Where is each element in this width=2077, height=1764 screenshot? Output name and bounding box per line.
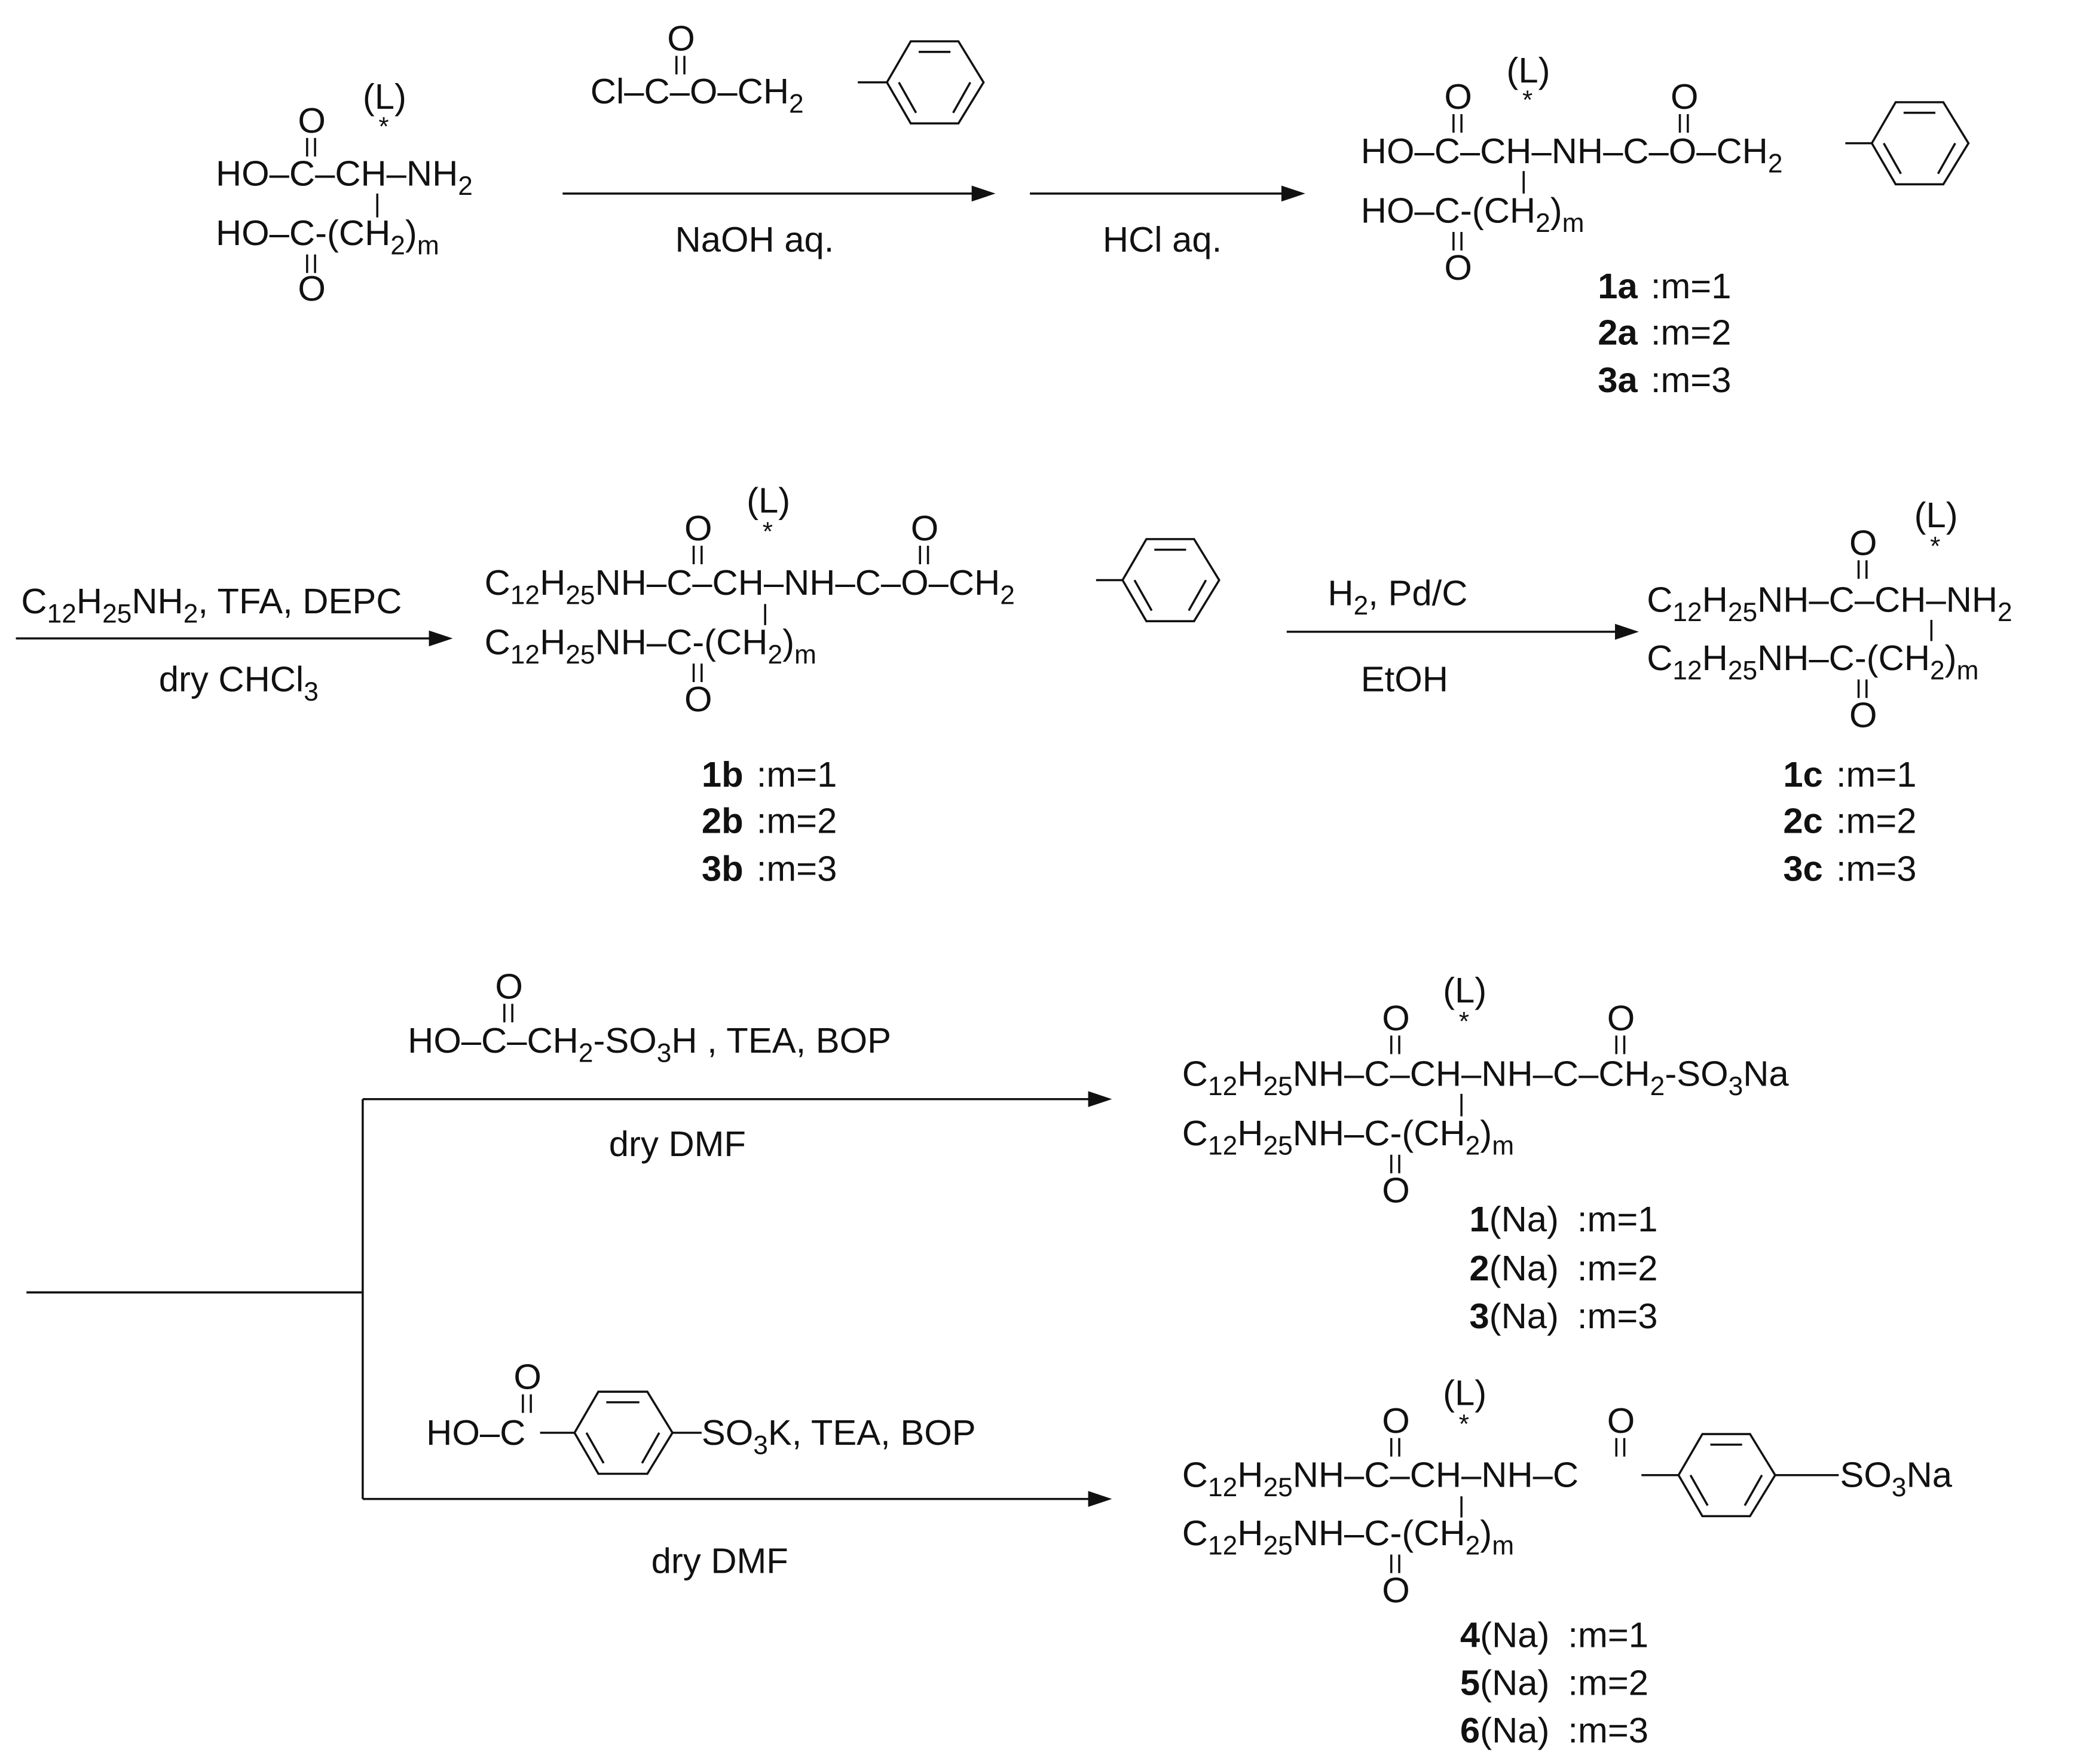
product-upper-line-2: C12H25NH–C-(CH2)m bbox=[1182, 1113, 1514, 1161]
condition-dmf-lower: dry DMF bbox=[651, 1541, 788, 1581]
chiral-star: * bbox=[1459, 1410, 1469, 1439]
chiral-star: * bbox=[378, 112, 389, 141]
reagent-formula: Cl–C–O–CH2 bbox=[591, 71, 804, 119]
branch-connector bbox=[26, 1099, 364, 1499]
carbonyl-o-left: O bbox=[1382, 1401, 1410, 1441]
condition-dmf-upper: dry DMF bbox=[609, 1124, 746, 1164]
compound-label-2b: 2b:m=2 bbox=[702, 801, 837, 841]
product-c-line-2: C12H25NH–C-(CH2)m bbox=[1647, 638, 1978, 686]
chirality-label: (L) bbox=[1914, 495, 1958, 535]
main-chain-line-2: HO–C-(CH2)m bbox=[216, 213, 439, 261]
carbonyl-o-bottom: O bbox=[1382, 1170, 1410, 1210]
arrow-step-5-lower: O HO–C SO3K, TEA, BOP dry DMF bbox=[362, 1357, 1112, 1581]
arrow-step-1: NaOH aq. bbox=[562, 185, 996, 259]
carbonyl-o-top: O bbox=[1849, 522, 1877, 562]
product-a-line-2: HO–C-(CH2)m bbox=[1361, 191, 1584, 239]
reagent-sulfonate: SO3K, TEA, BOP bbox=[702, 1413, 976, 1460]
benzene-ring-icon bbox=[885, 40, 985, 125]
product-lower: (L) * O O C12H25NH–C–CH–NH–C SO3Na C12H2… bbox=[1182, 1372, 1953, 1750]
reagent-o: O bbox=[513, 1357, 542, 1397]
product-a-line-1: HO–C–CH–NH–C–O–CH2 bbox=[1361, 131, 1783, 179]
carbonyl-o-bottom: O bbox=[1849, 695, 1877, 735]
compound-label-1na: 1(Na):m=1 bbox=[1469, 1199, 1657, 1239]
carbonyl-o-right: O bbox=[1607, 998, 1635, 1038]
reagent-o: O bbox=[495, 966, 523, 1006]
chiral-star: * bbox=[1522, 85, 1532, 115]
compound-label-2na: 2(Na):m=2 bbox=[1469, 1248, 1657, 1288]
starting-amino-acid: (L) * O HO–C–CH–NH2 HO–C-(CH2)m O bbox=[216, 77, 473, 308]
compound-label-5na: 5(Na):m=2 bbox=[1460, 1662, 1648, 1702]
arrow-step-5-upper: O HO–C–CH2-SO3H , TEA, BOP dry DMF bbox=[362, 966, 1112, 1164]
benzene-ring-icon bbox=[1121, 538, 1220, 622]
product-b: (L) * O O C12H25NH–C–CH–NH–C–O–CH2 C12H2… bbox=[485, 481, 1220, 888]
carbonyl-o-left: O bbox=[684, 508, 712, 548]
carbonyl-o-right: O bbox=[1607, 1401, 1635, 1441]
product-b-line-1: C12H25NH–C–CH–NH–C–O–CH2 bbox=[485, 562, 1015, 610]
condition-amidation: C12H25NH2, TFA, DEPC bbox=[21, 581, 402, 629]
compound-label-1a: 1a:m=1 bbox=[1598, 266, 1731, 306]
compound-label-1b: 1b:m=1 bbox=[702, 754, 837, 794]
carbonyl-o-left: O bbox=[1382, 998, 1410, 1038]
main-chain-line-1: HO–C–CH–NH2 bbox=[216, 154, 473, 201]
product-b-line-2: C12H25NH–C-(CH2)m bbox=[485, 622, 816, 670]
chirality-label: (L) bbox=[363, 77, 406, 117]
chiral-star: * bbox=[763, 517, 773, 546]
compound-label-1c: 1c:m=1 bbox=[1783, 754, 1916, 794]
arrow-step-3: C12H25NH2, TFA, DEPC dry CHCl3 bbox=[16, 581, 453, 707]
product-upper: (L) * O O C12H25NH–C–CH–NH–C–CH2-SO3Na C… bbox=[1182, 970, 1790, 1336]
compound-label-6na: 6(Na):m=3 bbox=[1460, 1710, 1648, 1750]
carbonyl-o-right: O bbox=[911, 508, 939, 548]
condition-sulfoacetic: HO–C–CH2-SO3H , TEA, BOP bbox=[408, 1020, 891, 1068]
compound-label-2c: 2c:m=2 bbox=[1783, 801, 1916, 841]
product-upper-line-1: C12H25NH–C–CH–NH–C–CH2-SO3Na bbox=[1182, 1054, 1790, 1102]
product-a: (L) * O O HO–C–CH–NH–C–O–CH2 HO–C-(CH2)m… bbox=[1361, 50, 1970, 400]
product-lower-line-1: C12H25NH–C–CH–NH–C bbox=[1182, 1455, 1579, 1503]
condition-sulfobenzoic: HO–C bbox=[426, 1413, 525, 1453]
chirality-label: (L) bbox=[1443, 1372, 1486, 1413]
benzene-ring-icon bbox=[1870, 101, 1970, 186]
condition-hydrogenation: H2, Pd/C bbox=[1327, 573, 1467, 621]
product-c: (L) * O C12H25NH–C–CH–NH2 C12H25NH–C-(CH… bbox=[1647, 495, 2012, 888]
product-lower-line-2: C12H25NH–C-(CH2)m bbox=[1182, 1513, 1514, 1561]
chiral-star: * bbox=[1459, 1007, 1469, 1037]
carbonyl-o-left: O bbox=[1444, 77, 1472, 117]
compound-label-3a: 3a:m=3 bbox=[1598, 360, 1731, 400]
product-c-line-1: C12H25NH–C–CH–NH2 bbox=[1647, 580, 2012, 628]
chirality-label: (L) bbox=[747, 481, 790, 521]
chiral-star: * bbox=[1930, 531, 1940, 561]
carbonyl-o-right: O bbox=[1671, 77, 1699, 117]
chirality-label: (L) bbox=[1443, 970, 1486, 1010]
carbonyl-o-bottom: O bbox=[1382, 1570, 1410, 1610]
carbonyl-o-bottom: O bbox=[684, 679, 712, 719]
compound-label-3b: 3b:m=3 bbox=[702, 848, 837, 888]
benzene-ring-icon bbox=[1677, 1433, 1777, 1518]
reagent-o: O bbox=[667, 19, 695, 59]
carbonyl-o-top: O bbox=[298, 100, 326, 140]
chirality-label: (L) bbox=[1506, 50, 1550, 90]
condition-naoh: NaOH aq. bbox=[675, 219, 834, 259]
product-lower-sulfonate: SO3Na bbox=[1840, 1455, 1953, 1503]
compound-label-3c: 3c:m=3 bbox=[1783, 848, 1916, 888]
carbonyl-o-bottom: O bbox=[1444, 247, 1472, 288]
arrow-step-4: H2, Pd/C EtOH bbox=[1286, 573, 1639, 699]
arrow-step-2: HCl aq. bbox=[1030, 185, 1305, 259]
compound-label-4na: 4(Na):m=1 bbox=[1460, 1615, 1648, 1655]
condition-chcl3: dry CHCl3 bbox=[159, 659, 319, 707]
condition-hcl: HCl aq. bbox=[1103, 219, 1222, 259]
compound-label-2a: 2a:m=2 bbox=[1598, 312, 1731, 352]
compound-label-3na: 3(Na):m=3 bbox=[1469, 1296, 1657, 1336]
carbonyl-o-bottom: O bbox=[298, 268, 326, 308]
condition-etoh: EtOH bbox=[1361, 659, 1448, 699]
reagent-cbz-chloride: O Cl–C–O–CH2 bbox=[591, 19, 985, 125]
benzene-ring-icon bbox=[573, 1390, 674, 1475]
